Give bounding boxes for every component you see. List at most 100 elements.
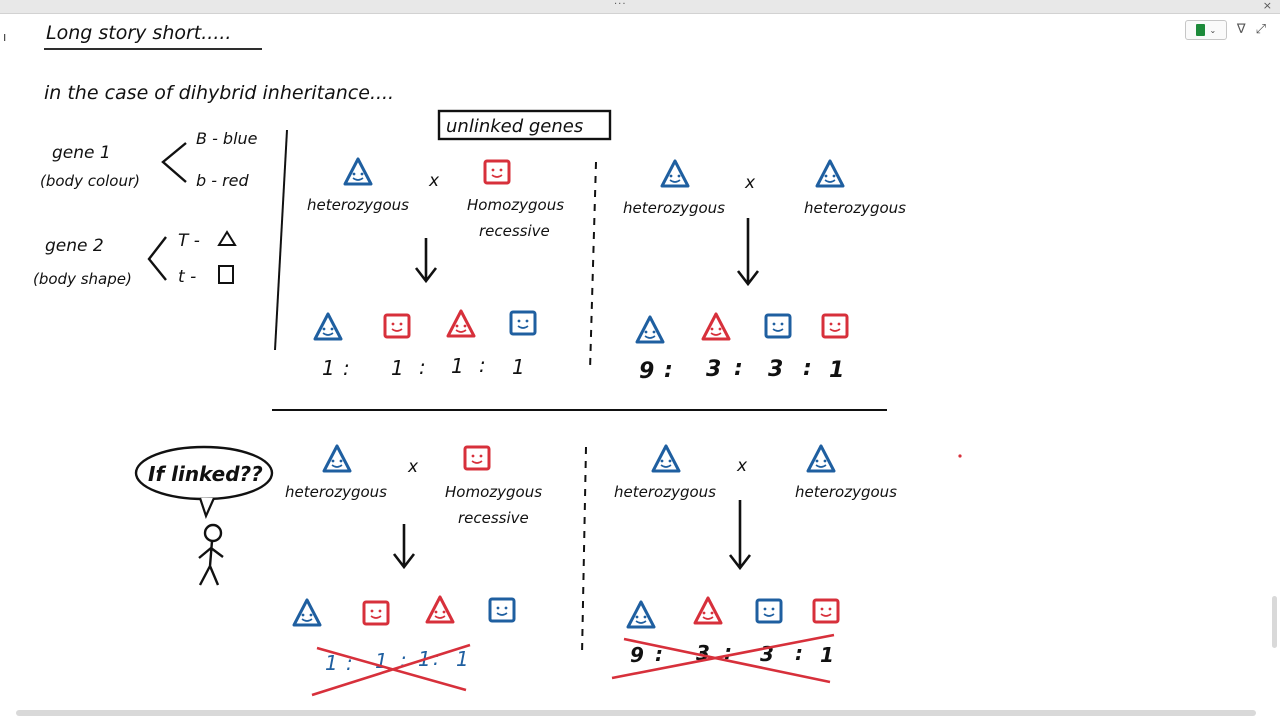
window-top-bar: ··· ×	[0, 0, 1280, 14]
triangle-shape-icon	[217, 230, 237, 246]
blue-triangle-parent-icon	[322, 444, 352, 473]
ratio-value: 1	[456, 647, 469, 671]
close-icon[interactable]: ×	[1262, 0, 1272, 12]
ratio-separator: :	[803, 356, 812, 381]
gene2-brace	[147, 236, 167, 281]
filter-icon[interactable]: ∇	[1236, 22, 1246, 37]
down-arrow-icon	[414, 238, 438, 284]
ratio-9331: 9 : 3 : 3 : 1	[639, 356, 844, 384]
speech-bubble-text: If linked??	[148, 462, 263, 486]
ratio-separator: :	[400, 648, 407, 672]
red-square-offspring-icon	[812, 598, 840, 624]
gene1-brace	[161, 142, 187, 183]
blue-triangle-offspring-icon	[626, 600, 656, 629]
blue-triangle-parent-icon	[806, 444, 836, 473]
parent-heterozygous-label: heterozygous	[307, 196, 409, 214]
expand-icon[interactable]: ⤢	[1255, 22, 1266, 37]
horizontal-scrollbar[interactable]	[16, 710, 1256, 716]
blue-square-offspring-icon	[488, 597, 516, 623]
blue-triangle-parent-icon	[651, 444, 681, 473]
parent-heterozygous-label: heterozygous	[804, 199, 906, 217]
cross-symbol: x	[428, 171, 440, 191]
left-separator-line	[274, 129, 288, 351]
parent-heterozygous-label: heterozygous	[614, 483, 716, 501]
gene2-allele-dominant: T -	[178, 231, 200, 251]
ratio-value: 9	[630, 643, 644, 667]
ratio-value: 1	[325, 651, 338, 675]
ratio-separator: :	[655, 642, 663, 666]
ratio-value: 3	[706, 357, 721, 382]
ratio-value: 1	[512, 355, 525, 379]
ratio-value: 1	[391, 356, 404, 380]
red-square-offspring-icon	[362, 600, 390, 626]
blue-triangle-parent-icon	[343, 157, 373, 186]
ratio-value: 9	[639, 359, 654, 384]
ratio-1111: 1 : 1 : 1 : 1	[322, 353, 525, 380]
parent-heterozygous-label: heterozygous	[623, 199, 725, 217]
down-arrow-icon	[392, 524, 416, 570]
parent-heterozygous-label: heterozygous	[285, 483, 387, 501]
gene2-name: gene 2	[45, 236, 104, 256]
dashed-divider-top	[589, 161, 597, 371]
margin-mark: ı	[3, 30, 7, 44]
dashed-divider-bottom	[581, 446, 587, 656]
ratio-value: 1	[829, 358, 844, 383]
gene2-trait: (body shape)	[33, 270, 132, 288]
red-square-parent-icon	[483, 159, 511, 185]
whiteboard-canvas[interactable]: Long story short..... in the case of dih…	[0, 14, 1280, 714]
blue-square-offspring-icon	[755, 598, 783, 624]
ratio-9331-linked: 9 : 3 : 3 : 1	[630, 640, 834, 667]
ratio-separator: :	[433, 646, 440, 670]
chevron-down-icon: ⌄	[1209, 25, 1217, 35]
ratio-separator: :	[664, 358, 673, 383]
gene1-name: gene 1	[52, 143, 111, 163]
red-triangle-offspring-icon	[693, 596, 723, 625]
red-triangle-offspring-icon	[425, 595, 455, 624]
vertical-scrollbar[interactable]	[1272, 596, 1277, 648]
blue-triangle-offspring-icon	[292, 598, 322, 627]
blue-triangle-offspring-icon	[313, 312, 343, 341]
cross-symbol: x	[744, 173, 756, 193]
ratio-separator: :	[479, 353, 486, 377]
red-triangle-offspring-icon	[446, 309, 476, 338]
stick-figure-icon	[198, 523, 224, 586]
parent-recessive-label: recessive	[479, 222, 550, 240]
blue-triangle-parent-icon	[660, 159, 690, 188]
cross-symbol: x	[736, 456, 748, 476]
parent-heterozygous-label: heterozygous	[795, 483, 897, 501]
drag-handle-icon[interactable]: ···	[614, 0, 627, 10]
ratio-value: 3	[768, 357, 783, 382]
red-square-offspring-icon	[383, 313, 411, 339]
red-square-parent-icon	[463, 445, 491, 471]
parent-recessive-label: recessive	[458, 509, 529, 527]
down-arrow-icon	[736, 218, 760, 287]
blue-square-offspring-icon	[764, 313, 792, 339]
ratio-separator: :	[734, 356, 743, 381]
gene1-allele-dominant: B - blue	[196, 129, 258, 148]
pen-swatch-icon	[1195, 24, 1205, 36]
square-shape-icon	[218, 265, 234, 284]
pen-tool-button[interactable]: ⌄	[1184, 20, 1227, 40]
blue-triangle-parent-icon	[815, 159, 845, 188]
ratio-separator: :	[795, 641, 803, 665]
drawing-toolbar: ⌄ ∇ ⤢	[1184, 20, 1266, 40]
ratio-separator: :	[419, 355, 426, 379]
gene1-trait: (body colour)	[40, 172, 140, 190]
ratio-value: 1	[375, 649, 388, 673]
ratio-separator: :	[724, 640, 732, 664]
speech-bubble-tail	[198, 497, 216, 520]
cross-out-mark	[611, 633, 835, 684]
blue-square-offspring-icon	[509, 310, 537, 336]
unlinked-genes-label: unlinked genes	[446, 116, 583, 137]
stray-ink-dot	[958, 454, 962, 458]
notes-title: Long story short.....	[46, 22, 231, 44]
gene1-allele-recessive: b - red	[196, 171, 250, 190]
cross-symbol: x	[407, 457, 419, 477]
parent-homozygous-label: Homozygous	[445, 483, 542, 501]
ratio-separator: :	[346, 651, 353, 675]
unlinked-genes-box	[437, 109, 612, 141]
blue-triangle-offspring-icon	[635, 315, 665, 344]
down-arrow-icon	[728, 500, 752, 571]
ratio-separator: :	[343, 356, 350, 380]
ratio-value: 3	[760, 642, 774, 666]
